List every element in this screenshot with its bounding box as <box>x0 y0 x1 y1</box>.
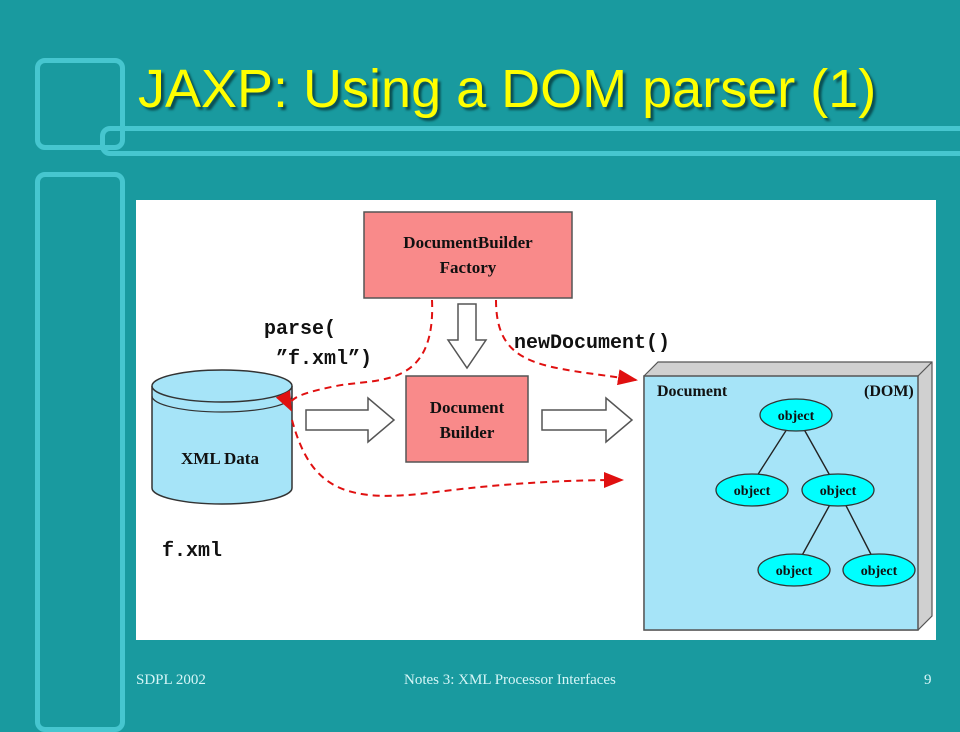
footer-center: Notes 3: XML Processor Interfaces <box>404 672 616 688</box>
slide-title: JAXP: Using a DOM parser (1) <box>138 59 877 119</box>
builder-label-line1: Document <box>430 398 505 417</box>
footer-left: SDPL 2002 <box>136 672 206 688</box>
frame-left-top <box>35 58 125 150</box>
dom-object-node-leaf-right: object <box>842 553 916 587</box>
svg-text:object: object <box>734 484 771 499</box>
dom-object-node-right: object <box>801 473 875 507</box>
dom-object-node-left: object <box>715 473 789 507</box>
builder-label-line2: Builder <box>440 423 495 442</box>
factory-to-builder-arrow <box>446 303 488 370</box>
xml-data-cylinder: XML Data <box>151 369 293 505</box>
dom-object-node-leaf-left: object <box>757 553 831 587</box>
parse-call-label-line1: parse( <box>264 318 336 341</box>
frame-top-bar <box>100 126 960 156</box>
newdocument-call-label: newDocument() <box>514 332 670 355</box>
xml-to-builder-arrow <box>305 396 396 444</box>
document-dom-panel: Document (DOM) object object object obje… <box>643 361 933 631</box>
svg-text:object: object <box>776 564 813 579</box>
dom-parser-diagram: DocumentBuilder Factory Document Builder… <box>136 200 936 640</box>
frame-left-main <box>35 172 125 732</box>
xml-data-label: XML Data <box>181 449 259 468</box>
factory-label-line2: Factory <box>440 258 497 277</box>
builder-to-document-arrow <box>541 396 634 444</box>
dom-object-node-root: object <box>759 398 833 432</box>
parse-call-arrow <box>275 299 434 412</box>
factory-label-line1: DocumentBuilder <box>403 233 533 252</box>
builder-box: Document Builder <box>405 375 529 463</box>
newdocument-call-arrow <box>495 299 638 386</box>
factory-box: DocumentBuilder Factory <box>363 211 573 299</box>
svg-text:object: object <box>861 564 898 579</box>
svg-text:object: object <box>778 409 815 424</box>
file-name-label: f.xml <box>162 540 222 563</box>
dom-label: (DOM) <box>864 383 914 400</box>
document-label: Document <box>657 383 728 400</box>
svg-text:object: object <box>820 484 857 499</box>
page-number: 9 <box>924 672 932 688</box>
parse-call-label-line2: ”f.xml”) <box>276 348 372 371</box>
xml-to-document-dashed-arrow <box>291 419 624 497</box>
